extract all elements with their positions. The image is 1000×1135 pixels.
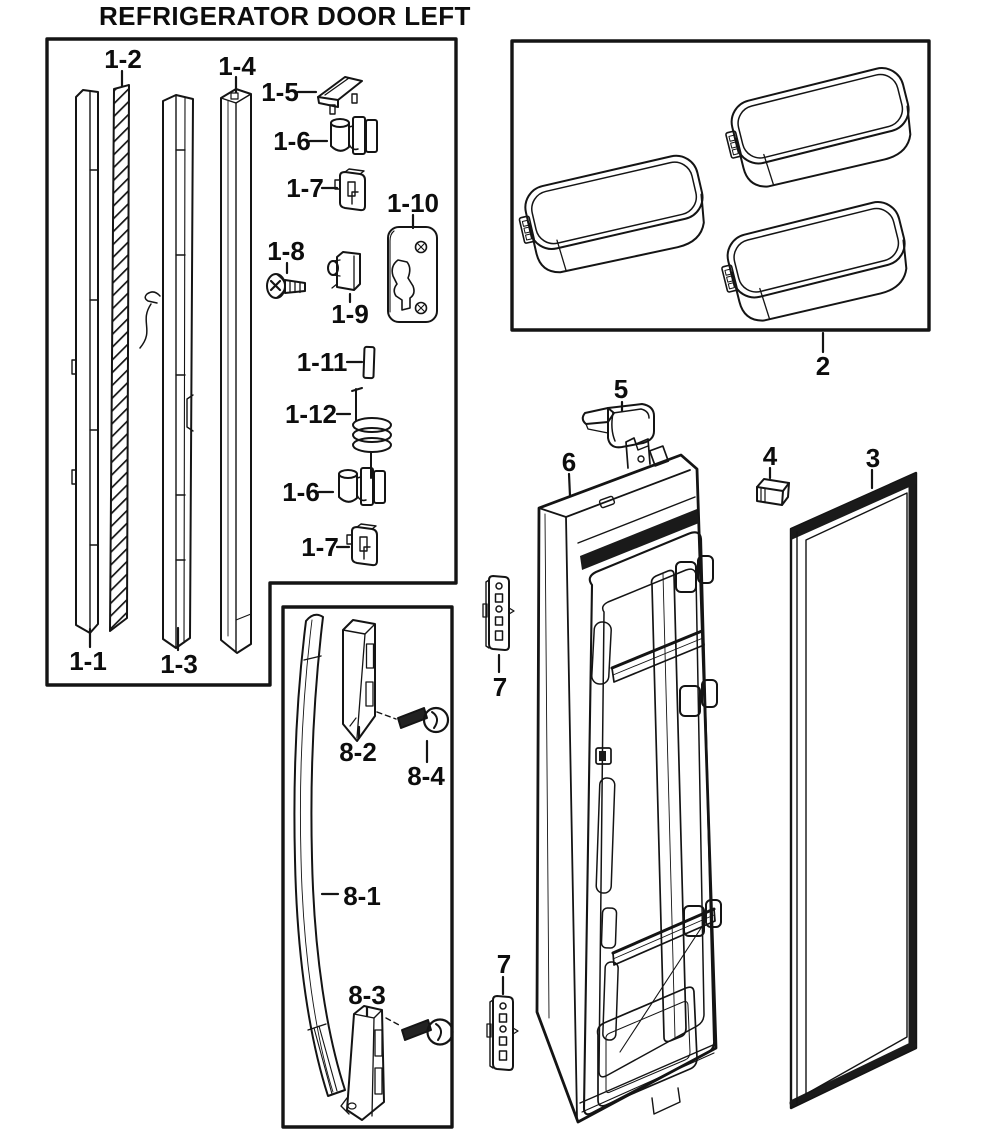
callout-1-1: 1-1 bbox=[69, 646, 107, 676]
callout-8-1: 8-1 bbox=[343, 881, 381, 911]
callout-1-7-top: 1-7 bbox=[286, 173, 324, 203]
door-bin-middle bbox=[512, 150, 714, 282]
sensor-wire bbox=[139, 303, 152, 349]
callout-5: 5 bbox=[613, 374, 629, 404]
part-1-7-clip-bottom bbox=[346, 523, 378, 567]
door-bin-top bbox=[718, 62, 921, 197]
part-1-6-hinge-bushing-top bbox=[330, 116, 378, 155]
part-4-cap bbox=[756, 478, 790, 506]
wire-connector bbox=[144, 291, 161, 304]
part-1-4-trim bbox=[220, 88, 252, 654]
part-1-11-pin bbox=[362, 345, 376, 380]
part-8-lower-screw bbox=[401, 1018, 454, 1046]
part-1-12-spring bbox=[351, 387, 392, 479]
section-box-door-bins bbox=[510, 39, 931, 332]
door-hinge-blocks bbox=[675, 555, 722, 937]
callout-4: 4 bbox=[762, 441, 778, 471]
part-8-3-bracket bbox=[340, 1005, 385, 1121]
section-box-door-trim-parts bbox=[45, 37, 458, 687]
part-6-door bbox=[535, 437, 722, 1124]
door-bin-bottom bbox=[714, 196, 917, 331]
part-8-4-screw bbox=[397, 706, 450, 734]
part-7-filler-top bbox=[482, 575, 515, 651]
callout-1-11: 1-11 bbox=[296, 347, 348, 377]
part-1-2-trim bbox=[109, 84, 130, 632]
callout-8-2: 8-2 bbox=[339, 737, 377, 767]
callout-1-7-bottom: 1-7 bbox=[301, 532, 339, 562]
part-1-7-clip-top bbox=[334, 168, 366, 212]
callout-1-4: 1-4 bbox=[218, 51, 256, 81]
part-8-1-handle bbox=[293, 613, 346, 1097]
callout-3: 3 bbox=[865, 443, 881, 473]
part-1-8-screw bbox=[266, 273, 306, 299]
part-5-hinge-cover bbox=[581, 403, 655, 449]
callout-2: 2 bbox=[815, 351, 831, 381]
callout-6: 6 bbox=[561, 447, 577, 477]
part-1-9-block bbox=[327, 251, 361, 291]
callout-8-3: 8-3 bbox=[348, 980, 386, 1010]
part-1-6-hinge-bushing-bottom bbox=[338, 467, 386, 506]
callout-1-3: 1-3 bbox=[160, 649, 198, 679]
section-box-handle-parts bbox=[281, 605, 454, 1129]
callout-1-10: 1-10 bbox=[386, 188, 440, 218]
callout-1-9: 1-9 bbox=[331, 299, 369, 329]
callout-1-5: 1-5 bbox=[261, 77, 299, 107]
part-7-filler-bottom bbox=[486, 995, 519, 1071]
callout-leader-lines bbox=[88, 69, 874, 1018]
part-1-10-latch-plate bbox=[387, 226, 438, 323]
callout-1-6-bottom: 1-6 bbox=[282, 477, 320, 507]
callout-1-12: 1-12 bbox=[284, 399, 338, 429]
callout-7-top: 7 bbox=[492, 672, 508, 702]
part-1-5-bracket bbox=[317, 76, 363, 115]
callout-8-4: 8-4 bbox=[407, 761, 445, 791]
callout-1-2: 1-2 bbox=[104, 44, 142, 74]
part-1-3-trim bbox=[139, 94, 194, 649]
callout-1-6-top: 1-6 bbox=[273, 126, 311, 156]
diagram-title: REFRIGERATOR DOOR LEFT bbox=[99, 1, 471, 31]
part-3-gasket bbox=[789, 471, 918, 1110]
part-1-1-trim bbox=[71, 89, 99, 634]
callout-1-8: 1-8 bbox=[267, 236, 305, 266]
assembly-dashed-lines bbox=[376, 711, 402, 1027]
part-8-2-bracket bbox=[342, 619, 376, 742]
callout-7-bottom: 7 bbox=[496, 949, 512, 979]
